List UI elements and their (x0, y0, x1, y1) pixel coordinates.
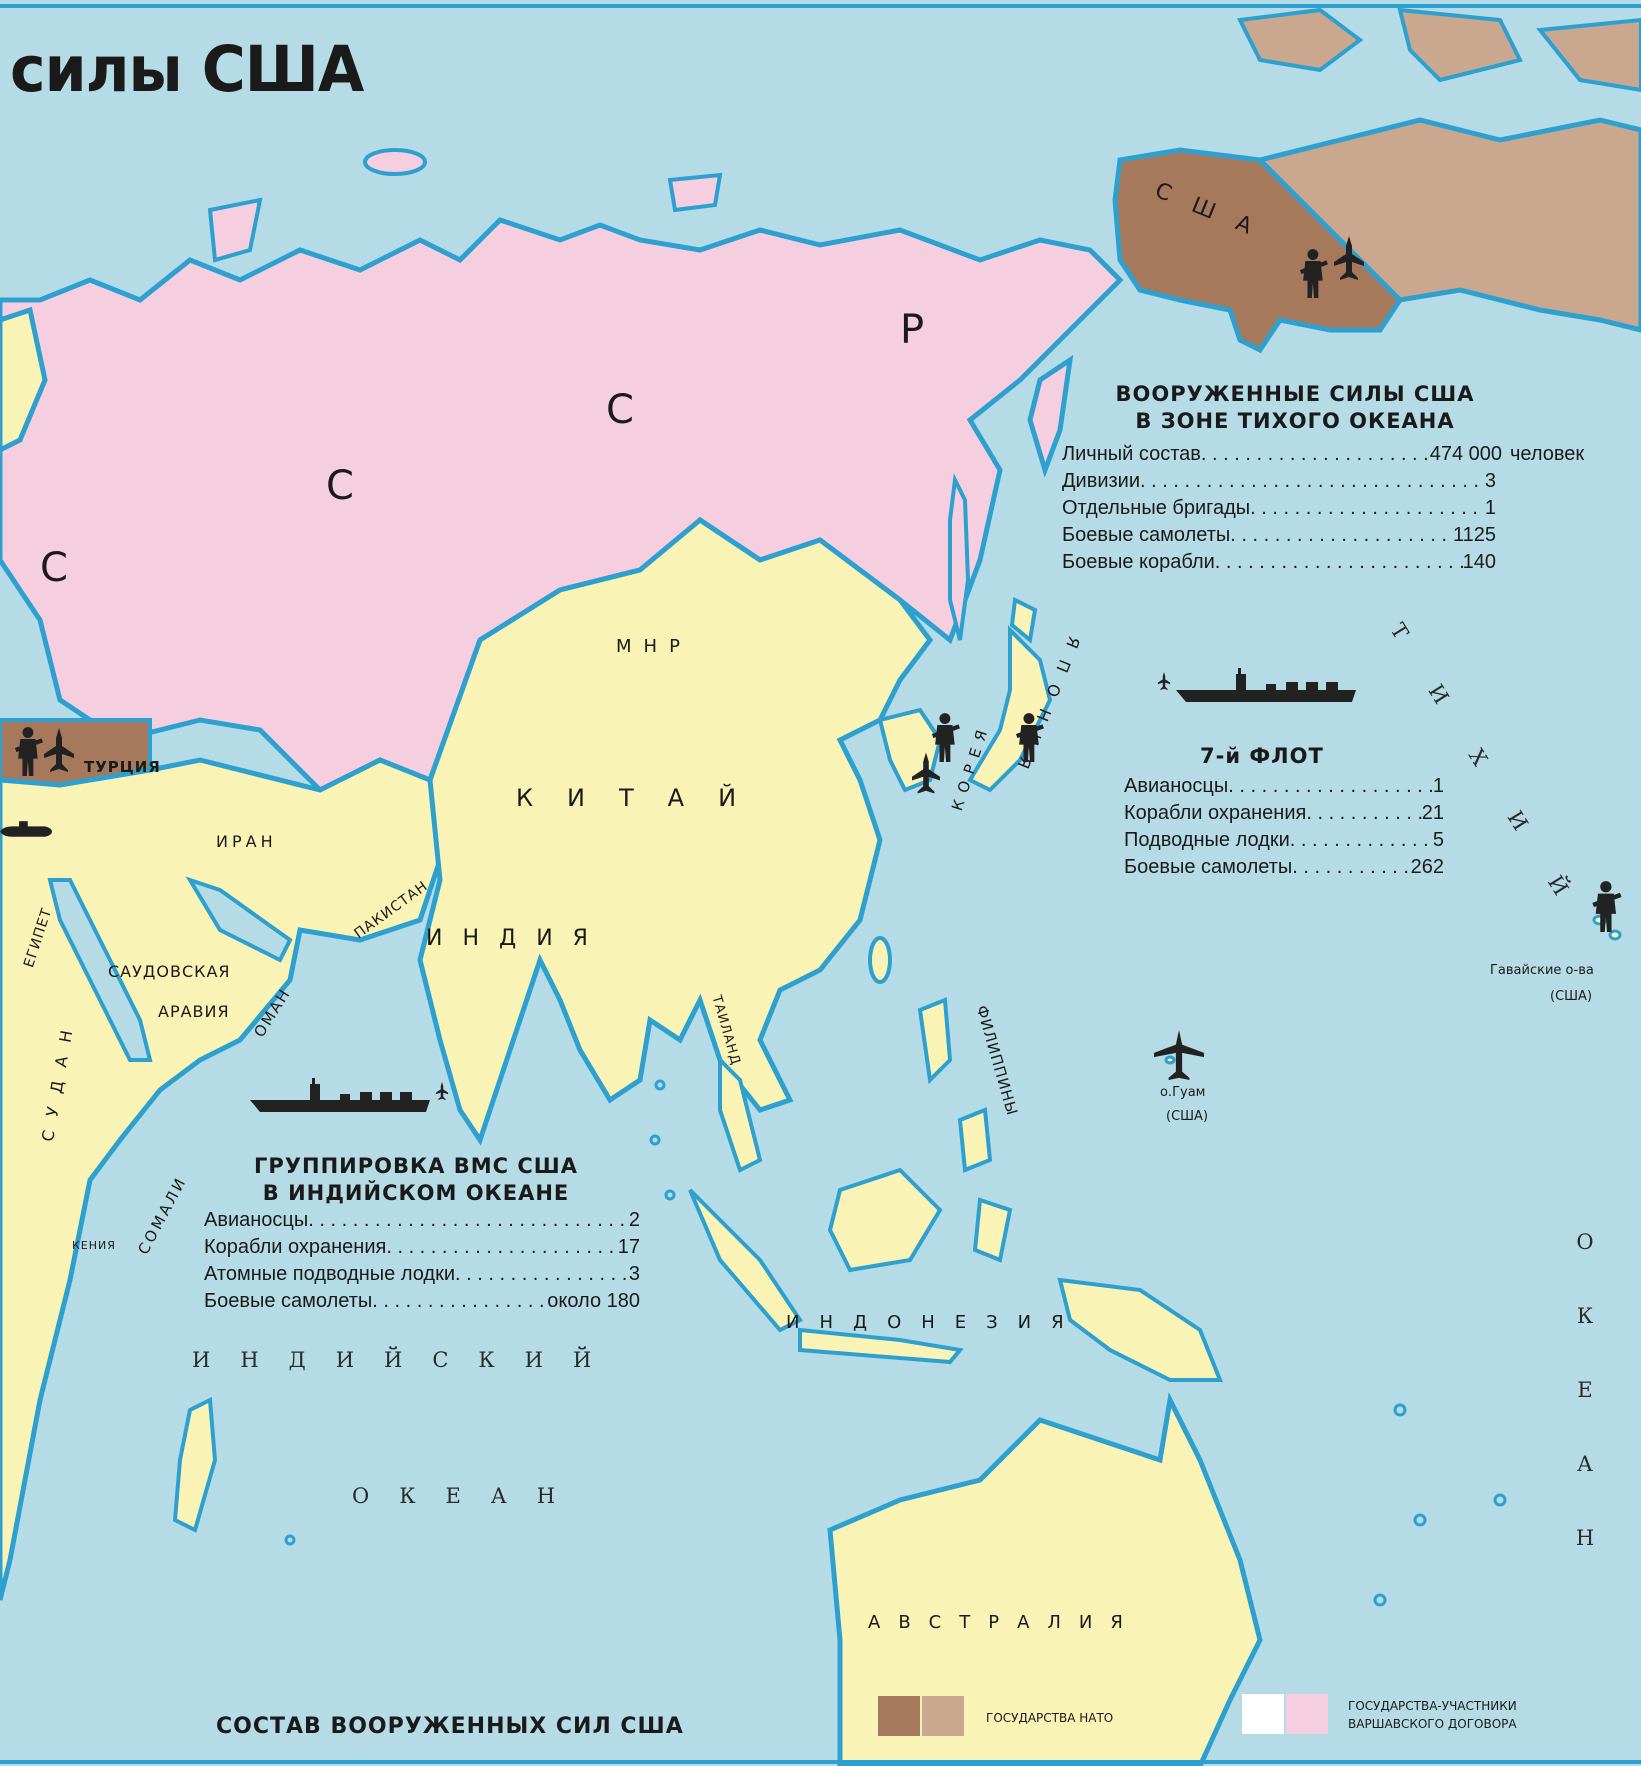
jet-icon (44, 728, 74, 772)
fleet-row-submarines: Подводные лодки 5 (1124, 830, 1444, 850)
indian-ocean-label-2: ОКЕАН (352, 1484, 586, 1508)
pacific-row-divisions: Дивизии 3 (1062, 471, 1496, 491)
saudi-label-1: САУДОВСКАЯ (108, 962, 231, 981)
map-title: силы США (10, 33, 364, 107)
legend-swatch-warsaw-pink (1286, 1694, 1328, 1734)
indian-row-carriers: Авианосцы 2 (204, 1210, 640, 1230)
legend-swatch-nato-light (922, 1696, 964, 1736)
jet-icon (1157, 672, 1171, 690)
mongolia-label: МНР (616, 636, 692, 657)
soldier-icon (14, 727, 43, 776)
guam-label-2: (США) (1166, 1109, 1209, 1124)
hawaii-label-1: Гавайские о-ва (1490, 963, 1594, 978)
ussr-letter-2: С (326, 463, 354, 509)
fleet-row-escorts: Корабли охранения 21 (1124, 803, 1444, 823)
pacific-ocean-label-2: ОКЕАН (1573, 1230, 1597, 1600)
bomber-icon (1154, 1030, 1204, 1080)
pacific-personnel-unit: человек (1510, 443, 1585, 465)
japan-territory (967, 625, 1053, 793)
guam-label-1: о.Гуам (1160, 1085, 1206, 1100)
new-guinea-territory (1057, 1277, 1223, 1382)
pacific-forces-panel: ВООРУЖЕННЫЕ СИЛЫ США В ЗОНЕ ТИХОГО ОКЕАН… (1060, 384, 1530, 432)
asia-territory (417, 516, 934, 1146)
soldier-icon (1015, 713, 1044, 762)
hawaii-label-2: (США) (1550, 989, 1593, 1004)
china-label: КИТАЙ (516, 784, 771, 812)
soldier-icon (1592, 881, 1622, 932)
soldier-icon (1299, 249, 1328, 298)
seventh-fleet-list: Авианосцы 1 Корабли охранения 21 Подводн… (1124, 776, 1444, 877)
legend-warsaw-label-2: ВАРШАВСКОГО ДОГОВОРА (1348, 1717, 1517, 1731)
aircraft-carrier-icon (1176, 668, 1356, 702)
indian-group-list: Авианосцы 2 Корабли охранения 17 Атомные… (204, 1210, 640, 1311)
indian-group-title-2: В ИНДИЙСКОМ ОКЕАНЕ (262, 1181, 570, 1205)
indian-row-submarines: Атомные подводные лодки 3 (204, 1264, 640, 1284)
indian-row-escorts: Корабли охранения 17 (204, 1237, 640, 1257)
pacific-forces-title-2: В ЗОНЕ ТИХОГО ОКЕАНА (1135, 409, 1455, 433)
submarine-icon (0, 821, 52, 837)
indonesia-label: ИНДОНЕЗИЯ (786, 1312, 1084, 1333)
pacific-row-aircraft: Боевые самолеты 1125 (1062, 525, 1496, 545)
jet-icon (912, 752, 940, 794)
india-label: ИНДИЯ (426, 926, 608, 951)
legend-swatch-warsaw-white (1242, 1694, 1284, 1734)
indian-ocean-label-1: ИНДИЙСКИЙ (192, 1348, 622, 1372)
pacific-row-personnel: Личный состав 474 000 (1062, 444, 1502, 464)
seventh-fleet-title: 7-й ФЛОТ (1200, 744, 1324, 768)
legend-nato-label: ГОСУДАРСТВА НАТО (986, 1711, 1114, 1725)
canada-territory (1255, 117, 1641, 333)
legend-swatch-nato (878, 1696, 920, 1736)
legend-title: СОСТАВ ВООРУЖЕННЫХ СИЛ США (216, 1714, 684, 1739)
saudi-label-2: АРАВИЯ (158, 1002, 230, 1021)
legend-warsaw-label-1: ГОСУДАРСТВА-УЧАСТНИКИ (1348, 1699, 1517, 1713)
pacific-row-ships: Боевые корабли 140 (1062, 552, 1496, 572)
ussr-letter-1: С (40, 545, 68, 591)
fleet-row-aircraft: Боевые самолеты 262 (1124, 857, 1444, 877)
indian-group-title-1: ГРУППИРОВКА ВМС США (254, 1154, 578, 1178)
ussr-letter-4: Р (900, 307, 925, 353)
indian-group-panel: ГРУППИРОВКА ВМС США В ИНДИЙСКОМ ОКЕАНЕ (236, 1156, 596, 1204)
pacific-forces-list: Личный состав 474 000 Дивизии 3 Отдельны… (1062, 444, 1502, 572)
kenya-label: КЕНИЯ (72, 1239, 116, 1252)
indian-row-aircraft: Боевые самолеты около 180 (204, 1291, 640, 1311)
australia-territory (827, 1392, 1263, 1766)
aircraft-carrier-icon (250, 1078, 430, 1112)
jet-icon (435, 1082, 449, 1100)
pacific-forces-title-1: ВООРУЖЕННЫЕ СИЛЫ США (1115, 382, 1475, 406)
turkey-label: ТУРЦИЯ (84, 758, 161, 776)
ussr-letter-3: С (606, 387, 634, 433)
australia-label: АВСТРАЛИЯ (868, 1612, 1141, 1633)
pacific-row-brigades: Отдельные бригады 1 (1062, 498, 1496, 518)
jet-icon (1334, 236, 1364, 280)
iran-label: ИРАН (216, 832, 277, 851)
fleet-row-carriers: Авианосцы 1 (1124, 776, 1444, 796)
